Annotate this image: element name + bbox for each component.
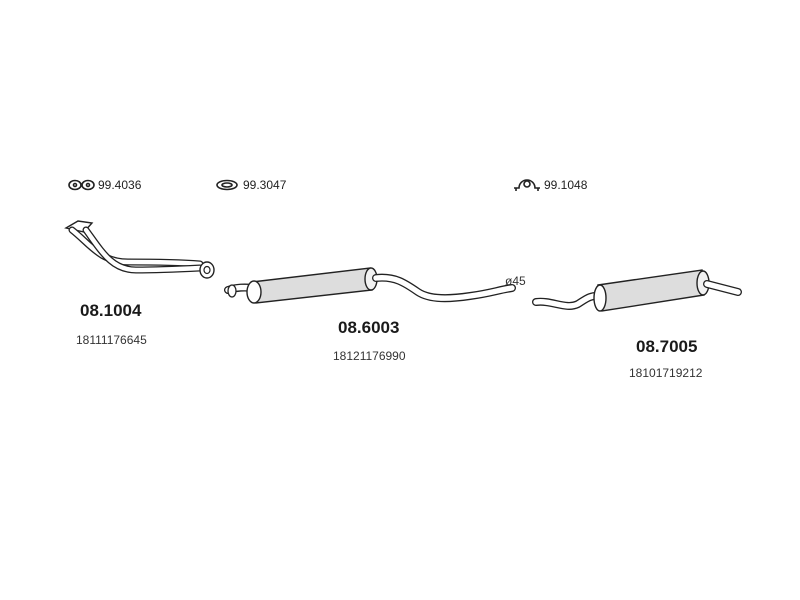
part-number: 08.1004	[80, 301, 142, 320]
fitting-code: 99.4036	[98, 178, 142, 192]
pipe-clamp-icon	[514, 179, 540, 191]
rear-silencer-icon	[532, 269, 742, 312]
oem-number: 18111176645	[76, 333, 147, 347]
front-pipe-icon	[64, 220, 215, 279]
ring-gasket-icon	[216, 179, 238, 191]
pipe-diameter-label: ø45	[505, 274, 526, 288]
fitting-code: 99.3047	[243, 178, 287, 192]
flange-gasket-icon	[68, 179, 95, 191]
part-number: 08.7005	[636, 337, 698, 356]
oem-number: 18101719212	[629, 366, 703, 380]
oem-number: 18121176990	[333, 349, 406, 363]
middle-silencer-icon	[224, 267, 516, 304]
fitting-code: 99.1048	[544, 178, 588, 192]
part-number: 08.6003	[338, 318, 400, 337]
